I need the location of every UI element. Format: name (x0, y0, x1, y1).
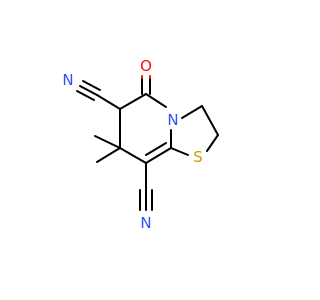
nitrile1-bond-b (76, 90, 95, 101)
nitrile1-bond-c (82, 80, 101, 91)
bond-c8-c8a-a (145, 147, 172, 164)
bond-s1-c8a (170, 147, 189, 156)
methyl-bond-2 (96, 147, 121, 163)
bond-c6-cn (96, 94, 121, 110)
nitrile1-bond-a (79, 85, 98, 96)
bond-n4-c3 (181, 105, 203, 119)
atom-label-nitrile-nitrogen-bottom: N (140, 214, 151, 232)
atom-label-nitrile-nitrogen-left: N (62, 71, 73, 89)
bond-c3-c2 (201, 105, 219, 136)
bond-c5-n4 (145, 93, 167, 108)
molecule-structure: O N S N N (62, 57, 219, 232)
atom-labels: O N S N N (62, 57, 202, 232)
methyl-bond-1 (94, 135, 121, 149)
bond-c2-s1 (206, 134, 219, 152)
atom-label-oxygen: O (140, 57, 152, 75)
bond-c8-c8a-b (145, 142, 167, 156)
bond-c7-c8 (119, 147, 147, 164)
atom-label-ring-nitrogen: N (167, 111, 178, 129)
bond-c5-c6 (119, 93, 147, 110)
bonds (76, 75, 219, 211)
atom-label-sulfur: S (193, 148, 203, 166)
